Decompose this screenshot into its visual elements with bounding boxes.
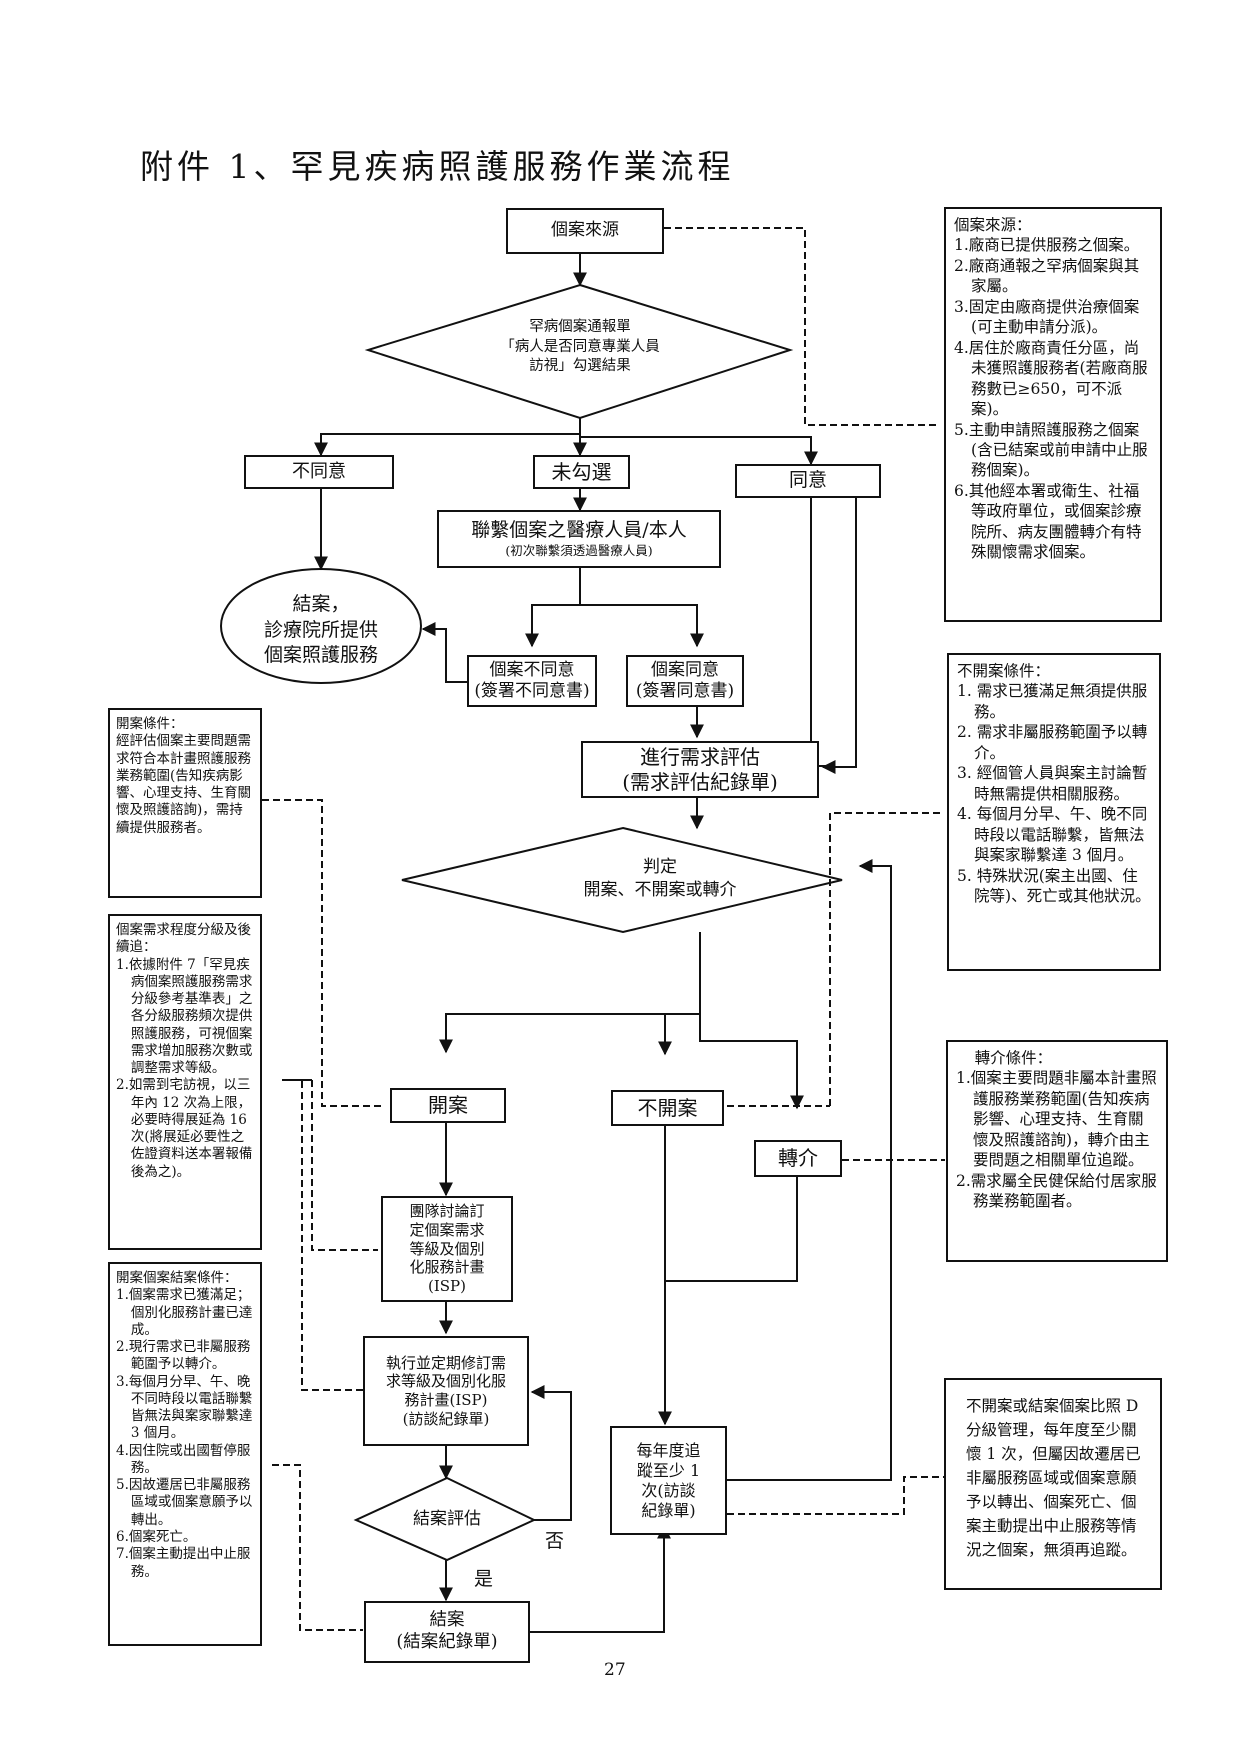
dashed-grading-to-isp (311, 1080, 378, 1251)
decision-open-diamond (401, 826, 843, 934)
page-title: 附件 1、罕見疾病照護服務作業流程 (140, 147, 735, 186)
note-followup: 不開案或結案個案比照 D 分級管理，每年度至少關懷 1 次，但屬因故遷居已非屬服… (944, 1378, 1162, 1590)
arrow-no-to-exec (530, 1385, 572, 1521)
referral-box: 轉介 (754, 1140, 842, 1177)
arrow-annual-to-decision2 (727, 859, 892, 1481)
note-open-conditions: 開案條件： 經評估個案主要問題需求符合本計畫照護服務業務範圍(告知疾病影響、心理… (108, 708, 262, 898)
dashed-annual-to-followup (727, 1476, 945, 1515)
arrow-to-agree (580, 436, 818, 466)
yes-label: 是 (474, 1568, 494, 1590)
close-clinic-text: 結案， 診療院所提供 個案照護服務 (263, 593, 378, 667)
page-number: 27 (604, 1660, 626, 1680)
not-open-box: 不開案 (611, 1090, 724, 1126)
dashed-not-open-to-note (829, 812, 940, 1106)
arrow-to-not-open (658, 1013, 700, 1056)
no-label: 否 (545, 1530, 565, 1552)
dashed-open-conditions (262, 799, 385, 1107)
line-referral-merge (664, 1151, 798, 1282)
isp-exec-box: 執行並定期修訂需 求等級及個別化服 務計畫(ISP) (訪談紀錄單) (363, 1336, 529, 1446)
note-not-open-conditions: 不開案條件： 1. 需求已獲滿足無須提供服務。 2. 需求非屬服務範圍予以轉介。… (947, 653, 1161, 971)
annual-followup-box: 每年度追 蹤至少 1 次(訪談 紀錄單) (610, 1426, 727, 1535)
arrow-to-case-disagree (525, 568, 581, 648)
case-source-label: 個案來源 (551, 220, 619, 241)
line-agree-down (810, 496, 829, 767)
note-grading: 個案需求程度分級及後續追： 1.依據附件 7「罕見疾病個案照護服務需求分級參考基… (108, 914, 262, 1250)
note-referral-conditions: 轉介條件： 1.個案主要問題非屬本計畫照護服務業務範圍(告知疾病影響、心理支持、… (946, 1040, 1168, 1262)
assessment-box: 進行需求評估 (需求評估紀錄單) (581, 741, 819, 798)
arrow-to-open (439, 932, 701, 1054)
isp-plan-box: 團隊討論訂 定個案需求 等級及個別 化服務計畫 (ISP) (381, 1196, 513, 1302)
case-source-box: 個案來源 (506, 208, 664, 254)
dashed-source-to-note (664, 227, 940, 426)
arrow-case-disagree-to-close (421, 622, 467, 683)
contact-box: 聯繫個案之醫療人員/本人 (初次聯繫須透過醫療人員) (437, 510, 721, 568)
close-eval-text: 結案評估 (413, 1509, 481, 1529)
agree-box: 同意 (735, 464, 881, 498)
closed-box: 結案 (結案紀錄單) (364, 1601, 530, 1663)
arrow-to-referral (699, 1014, 804, 1110)
case-disagree-box: 個案不同意 (簽署不同意書) (467, 655, 597, 707)
disagree-box: 不同意 (244, 455, 394, 489)
note-case-source: 個案來源： 1.廠商已提供服務之個案。 2.廠商通報之罕病個案與其家屬。 3.固… (944, 207, 1162, 622)
dashed-closing-to-closed (272, 1464, 363, 1631)
arrow-to-case-agree (580, 604, 704, 648)
arrow-closed-to-annual (529, 1524, 671, 1633)
decision1-text: 罕病個案通報單 「病人是否同意專業人員 訪視」勾選結果 (500, 319, 660, 375)
case-agree-box: 個案同意 (簽署同意書) (626, 655, 744, 707)
arrow-to-disagree (314, 418, 581, 457)
decision2-text: 判定 開案、不開案或轉介 (583, 857, 737, 900)
note-closing-conditions: 開案個案結案條件： 1.個案需求已獲滿足；個別化服務計畫已達成。 2.現行需求已… (108, 1262, 262, 1646)
unchecked-box: 未勾選 (533, 455, 630, 489)
dashed-grading-to-exec (301, 1079, 370, 1391)
arrow-agree-to-assessment (821, 496, 857, 774)
open-box: 開案 (390, 1088, 506, 1123)
